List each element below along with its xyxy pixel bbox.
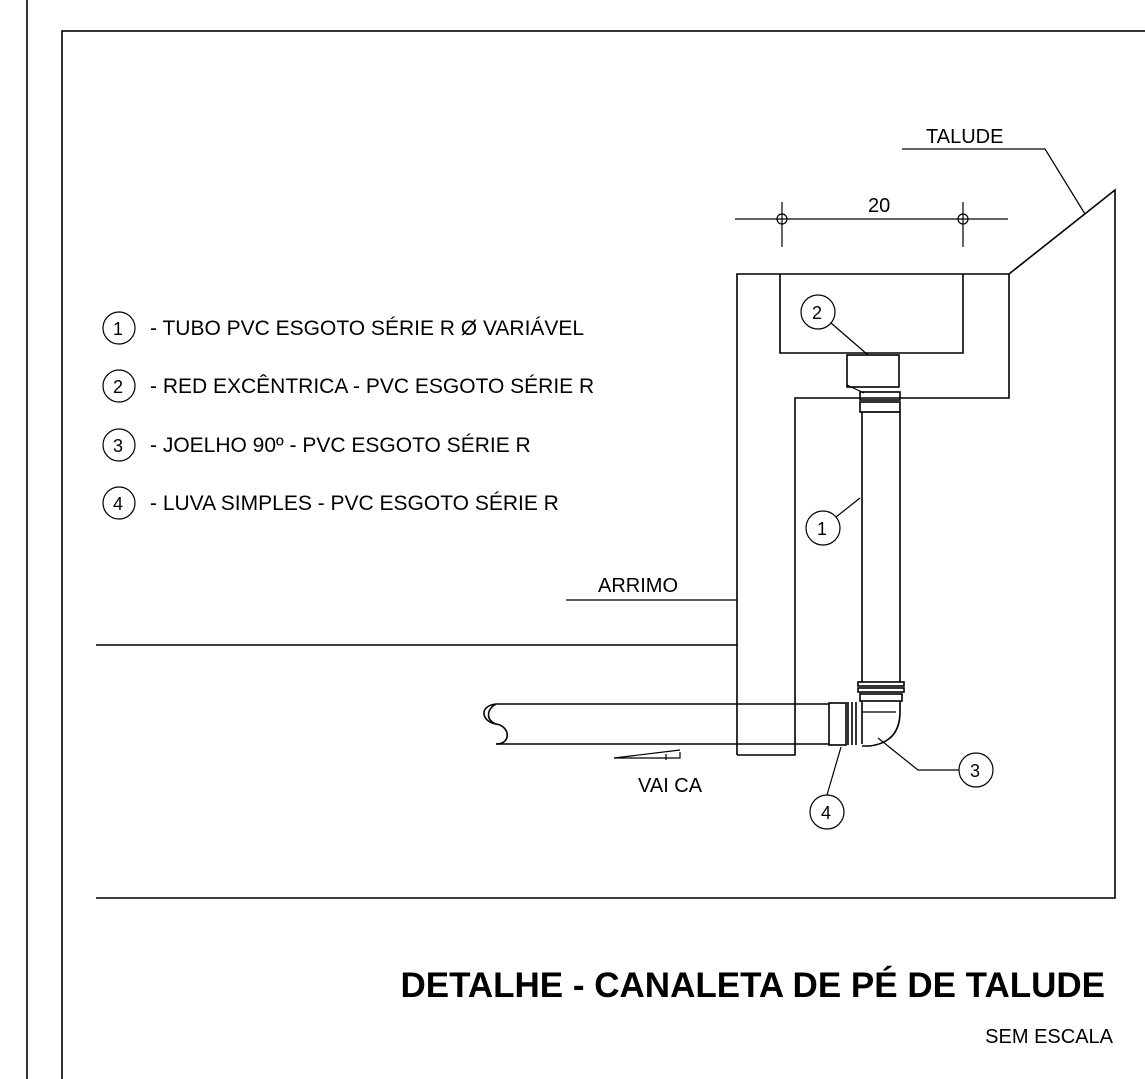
legend-number-2: 2 [113, 377, 123, 397]
drawing-title: DETALHE - CANALETA DE PÉ DE TALUDE [400, 965, 1105, 1005]
drawing-scale-note: SEM ESCALA [985, 1026, 1113, 1048]
callout-4-number: 4 [821, 803, 831, 823]
callout-4: 4 [809, 746, 845, 830]
legend-number-1: 1 [113, 319, 123, 339]
legend-item-4: 4 - LUVA SIMPLES - PVC ESGOTO SÉRIE R [102, 486, 559, 520]
legend-number-3: 3 [113, 436, 123, 456]
legend-text-2: - RED EXCÊNTRICA - PVC ESGOTO SÉRIE R [150, 375, 594, 398]
drawing-frame [61, 30, 1145, 1079]
horizontal-pipe [483, 703, 829, 745]
elbow-90 [861, 701, 901, 747]
callout-1-number: 1 [817, 519, 827, 539]
legend-text-1: - TUBO PVC ESGOTO SÉRIE R Ø VARIÁVEL [150, 317, 584, 340]
legend-item-1: 1 - TUBO PVC ESGOTO SÉRIE R Ø VARIÁVEL [102, 311, 584, 345]
vertical-pipe [857, 411, 905, 702]
slope-line [96, 188, 1116, 899]
legend-text-3: - JOELHO 90º - PVC ESGOTO SÉRIE R [150, 434, 531, 457]
callout-1: 1 [805, 497, 861, 546]
callout-3-number: 3 [970, 761, 980, 781]
channel-inner-outline [779, 274, 964, 354]
callout-2-number: 2 [812, 303, 822, 323]
legend-text-4: - LUVA SIMPLES - PVC ESGOTO SÉRIE R [150, 492, 559, 515]
arrimo-label: ARRIMO [598, 575, 678, 597]
callout-3: 3 [877, 737, 994, 788]
legend-item-3: 3 - JOELHO 90º - PVC ESGOTO SÉRIE R [102, 428, 531, 462]
callout-2: 2 [800, 294, 869, 356]
flow-indicator: VAI CA [613, 749, 703, 797]
talude-label-group: TALUDE [902, 126, 1086, 215]
eccentric-reducer [846, 354, 901, 413]
legend-item-2: 2 - RED EXCÊNTRICA - PVC ESGOTO SÉRIE R [102, 369, 594, 403]
dimension-20: 20 [735, 195, 1008, 247]
coupling [828, 702, 857, 746]
dimension-label: 20 [868, 195, 890, 217]
arrimo-label-group: ARRIMO [566, 575, 737, 601]
talude-label: TALUDE [926, 126, 1003, 148]
legend-number-4: 4 [113, 494, 123, 514]
legend: 1 - TUBO PVC ESGOTO SÉRIE R Ø VARIÁVEL 2… [102, 311, 594, 520]
retaining-wall-outline [736, 273, 1010, 756]
flow-label: VAI CA [638, 775, 703, 797]
